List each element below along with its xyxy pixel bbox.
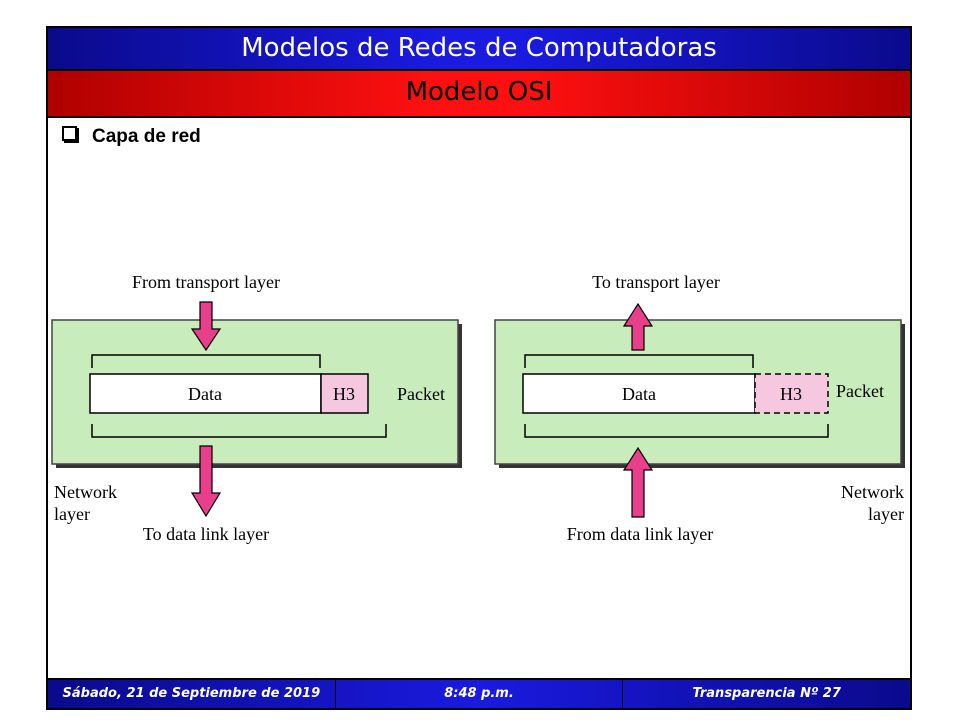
sender-down-arrow-in [190,301,222,352]
sender-top-label: From transport layer [132,272,280,292]
sender-data-label: Data [188,384,222,404]
receiver-top-bracket [524,354,754,368]
receiver-diagram: To transport layer Data H3 Packet Networ… [494,272,905,544]
receiver-up-arrow-in [622,446,654,518]
sender-packet-label: Packet [397,384,445,404]
receiver-bottom-bracket [524,424,829,438]
footer-slide-number: Transparencia Nº 27 [692,686,841,701]
receiver-top-label: To transport layer [592,272,720,292]
slide-title: Modelos de Redes de Computadoras [241,33,717,63]
footer-date: Sábado, 21 de Septiembre de 2019 [48,680,336,708]
sender-diagram: From transport layer Data H3 Packet Netw… [51,272,462,544]
receiver-bottom-label: From data link layer [567,524,713,544]
sender-data-box [89,373,322,414]
footer-bar: Sábado, 21 de Septiembre de 2019 8:48 p.… [48,678,910,708]
receiver-h3-label: H3 [780,384,802,404]
sender-h3-box [320,373,369,414]
receiver-data-label: Data [622,384,656,404]
receiver-layer-label-2: layer [868,504,904,524]
receiver-layer-label-1: Network [841,482,904,502]
receiver-up-arrow-out [622,302,654,351]
checkbox-bullet-icon [62,126,77,141]
bullet-text: Capa de red [92,126,201,147]
network-layer-diagram: From transport layer Data H3 Packet Netw… [51,272,905,544]
title-bar: Modelos de Redes de Computadoras [48,28,910,71]
slide: Modelos de Redes de Computadoras Modelo … [46,26,912,710]
sender-h3-label: H3 [333,384,355,404]
sender-bottom-label: To data link layer [143,524,269,544]
subtitle-bar: Modelo OSI [48,71,910,118]
footer-time: 8:48 p.m. [336,680,624,708]
sender-bottom-bracket [91,424,387,438]
receiver-h3-box [754,373,829,414]
receiver-packet-label: Packet [836,381,884,401]
sender-top-bracket [91,354,321,368]
sender-down-arrow-out [190,445,222,518]
bullet-item: Capa de red [62,126,201,148]
sender-layer-label-1: Network [54,482,117,502]
slide-subtitle: Modelo OSI [405,77,553,107]
sender-layer-label-2: layer [54,504,90,524]
